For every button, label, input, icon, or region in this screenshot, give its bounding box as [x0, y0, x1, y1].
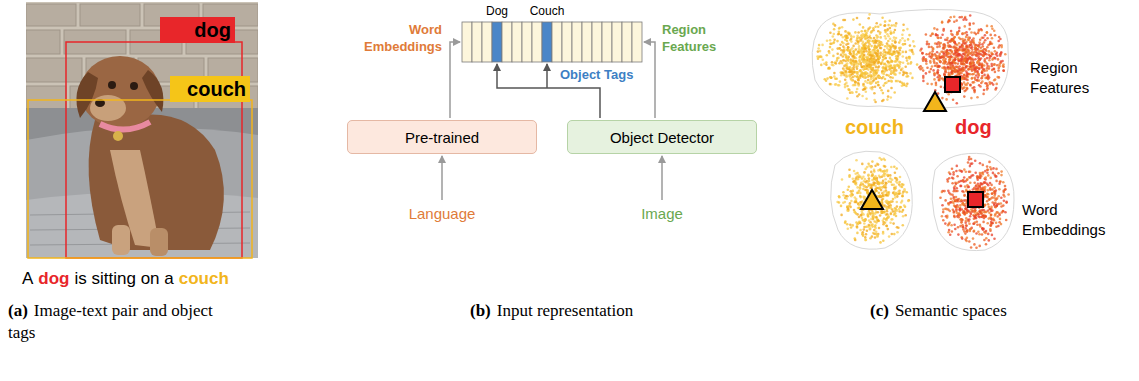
token-cell	[562, 22, 572, 62]
subfigure-caption: Image-text pair and object tags	[8, 301, 213, 342]
label-group: Object Tags	[560, 67, 633, 84]
subfigure-caption: Semantic spaces	[895, 301, 1007, 320]
input-type-label: Region Features	[662, 22, 716, 54]
token-cell	[462, 22, 472, 62]
input-type-label: Object Tags	[560, 67, 633, 82]
tag-arrow	[546, 64, 548, 88]
region-feature-space	[812, 9, 1008, 108]
label-group: Couch	[527, 4, 567, 20]
region-arrow	[644, 42, 655, 118]
subfigure-letter: (c)	[870, 301, 889, 320]
token-cell	[592, 22, 602, 62]
language-arrow	[441, 156, 443, 200]
token-cell	[572, 22, 582, 62]
caption-word: is sitting on a	[75, 268, 174, 290]
encoder-box: Pre-trained	[347, 120, 537, 154]
tag-label-box: couch	[170, 76, 250, 102]
token-cell	[612, 22, 622, 62]
dog-word-space	[932, 153, 1014, 250]
node-label: Object Detector	[610, 129, 714, 146]
caption-word: A	[22, 268, 33, 290]
modality-label: Image	[641, 205, 683, 222]
tag-token	[542, 22, 552, 62]
label-group: Adog is sitting on acouch	[22, 268, 229, 290]
label-group: Image	[612, 204, 712, 224]
embedding-arrow	[450, 42, 460, 118]
space-label: Word Embeddings	[1022, 201, 1105, 238]
dog-marker	[968, 192, 983, 207]
detector-box: Object Detector	[567, 120, 757, 154]
space-label: Region Features	[1030, 59, 1089, 96]
input-type-label: Word Embeddings	[364, 22, 442, 54]
token-cell	[512, 22, 522, 62]
label-group: (c) Semantic spaces	[870, 300, 1007, 322]
couch-marker	[861, 190, 883, 209]
label-group: couch	[845, 114, 904, 140]
subfigure-letter: (b)	[470, 301, 491, 320]
token-cell	[522, 22, 532, 62]
node-label: Pre-trained	[405, 129, 479, 146]
dog-marker	[945, 77, 960, 92]
tag-label-box: dog	[160, 17, 235, 43]
label-group: Word Embeddings	[352, 22, 442, 56]
subfigure-letter: (a)	[8, 301, 28, 320]
token-cell	[532, 22, 542, 62]
node-label: couch	[187, 78, 246, 101]
image-arrow	[661, 156, 663, 200]
caption-tag-word: couch	[179, 268, 229, 290]
scatter-points	[816, 13, 1010, 249]
label-group: Language	[392, 204, 492, 224]
label-group: Region Features	[662, 22, 738, 56]
caption-tag-word: dog	[38, 268, 69, 290]
couch-marker	[924, 92, 946, 111]
token-cell	[552, 22, 562, 62]
label-group: (a)Image-text pair and object tags	[8, 300, 213, 344]
token-cell	[622, 22, 632, 62]
node-label: dog	[194, 19, 231, 42]
token-sequence	[462, 22, 642, 62]
dog-photo	[26, 2, 258, 258]
token-cell	[632, 22, 642, 62]
subfigure-caption: Input representation	[497, 301, 633, 320]
label-group: dog	[955, 114, 992, 140]
class-label: couch	[845, 116, 904, 138]
label-group: (b) Input representation	[470, 300, 633, 322]
dog-bounding-box	[66, 42, 242, 258]
label-group: Dog	[477, 4, 517, 20]
couch-word-space	[831, 151, 913, 249]
token-cell	[582, 22, 592, 62]
couch-bounding-box	[28, 100, 252, 258]
label-group: Word Embeddings	[1022, 200, 1122, 239]
token-tag-label: Couch	[530, 4, 565, 18]
class-label: dog	[955, 116, 992, 138]
label-group: Region Features	[1030, 58, 1120, 97]
tag-token	[492, 22, 502, 62]
token-cell	[502, 22, 512, 62]
modality-label: Language	[409, 205, 476, 222]
token-cell	[482, 22, 492, 62]
token-cell	[602, 22, 612, 62]
token-tag-label: Dog	[486, 4, 508, 18]
token-cell	[472, 22, 482, 62]
